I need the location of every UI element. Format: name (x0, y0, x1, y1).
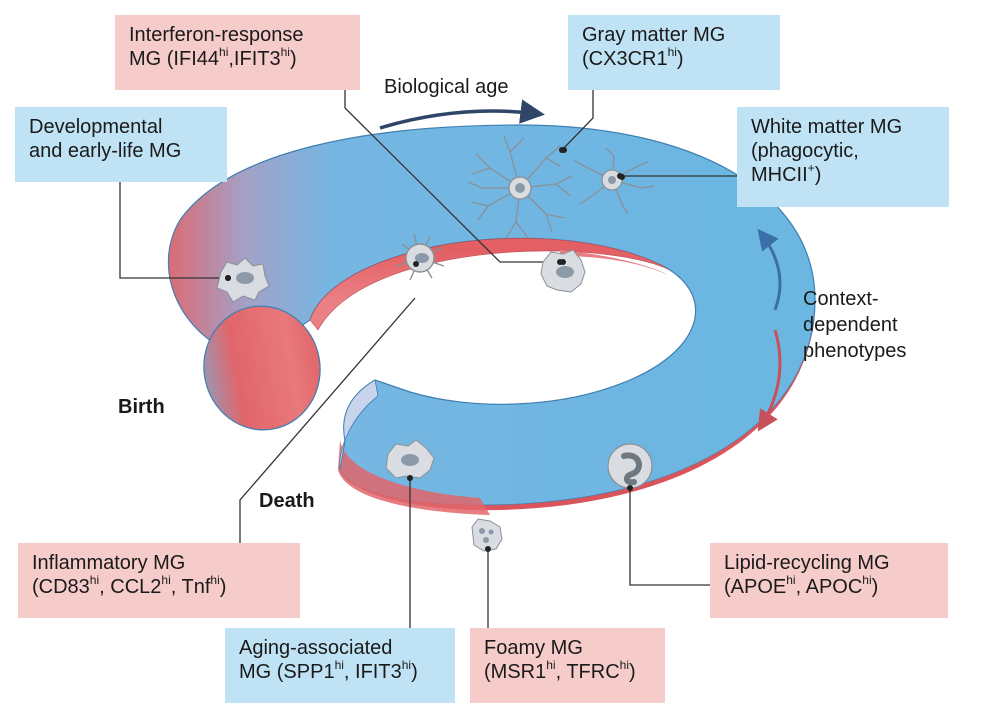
interferon-response-label: Interferon-response MG (IFI44hi,IFIT3hi) (115, 15, 360, 90)
death-label: Death (259, 490, 315, 512)
white-matter-cell (573, 147, 655, 215)
leader-interferon (344, 90, 560, 263)
lipid-cell (607, 443, 653, 491)
white-line-3: MHCII+) (751, 161, 822, 186)
inflammatory-cell (395, 233, 445, 281)
gray-matter-cell (467, 135, 573, 239)
leader-inflammatory (239, 297, 416, 545)
birth-label: Birth (118, 396, 165, 418)
context-line-2: dependent (803, 314, 898, 336)
white-line-2: (phagocytic, (751, 140, 859, 162)
leader-developmental (119, 180, 228, 279)
white-matter-label: White matter MG (phagocytic, MHCII+) (737, 107, 949, 207)
birth-end-cap (203, 305, 321, 431)
biological-age-arrow (379, 99, 545, 130)
developmental-label: Developmental and early-life MG (15, 107, 227, 182)
aging-cell (385, 439, 435, 481)
context-line-3: phenotypes (803, 340, 907, 362)
lipid-recycling-label: Lipid-recycling MG (APOEhi, APOChi) (710, 543, 948, 618)
connector-dots (225, 147, 623, 281)
ring-inner-wall-lower (560, 250, 668, 275)
interferon-cell (540, 249, 586, 293)
biological-age-label: Biological age (384, 76, 509, 98)
foamy-title: Foamy MG (484, 637, 583, 659)
developmental-line-2: and early-life MG (29, 140, 182, 162)
inflammatory-title: Inflammatory MG (32, 552, 186, 574)
inflammatory-markers: (CD83hi, CCL2hi, Tnfhi) (32, 573, 227, 598)
leader-lipid (629, 488, 712, 586)
context-line-1: Context- (803, 288, 879, 310)
ring-inner-wall (309, 238, 671, 331)
aging-associated-label: Aging-associated MG (SPP1hi, IFIT3hi) (225, 628, 455, 703)
context-arrow-up (757, 228, 782, 311)
developmental-line-1: Developmental (29, 116, 163, 138)
gray-matter-label: Gray matter MG (CX3CR1hi) (568, 15, 780, 90)
interferon-title: Interferon-response (129, 24, 304, 46)
death-end-face (339, 379, 379, 471)
ring-tail-shade (338, 440, 490, 515)
lipid-title: Lipid-recycling MG (724, 552, 890, 574)
gray-title: Gray matter MG (582, 24, 726, 46)
white-title: White matter MG (751, 116, 903, 138)
context-dependent-label: Context- dependent phenotypes (803, 286, 906, 364)
interferon-markers: MG (IFI44hi,IFIT3hi) (129, 45, 297, 70)
gray-markers: (CX3CR1hi) (582, 45, 684, 70)
context-arrow-down (757, 329, 782, 432)
aging-title: Aging-associated (239, 637, 393, 659)
inflammatory-label: Inflammatory MG (CD83hi, CCL2hi, Tnfhi) (18, 543, 300, 618)
foamy-markers: (MSR1hi, TFRChi) (484, 658, 636, 683)
foamy-cell (471, 518, 503, 552)
aging-markers: MG (SPP1hi, IFIT3hi) (239, 658, 418, 683)
lipid-markers: (APOEhi, APOChi) (724, 573, 879, 598)
foamy-label: Foamy MG (MSR1hi, TFRChi) (470, 628, 665, 703)
